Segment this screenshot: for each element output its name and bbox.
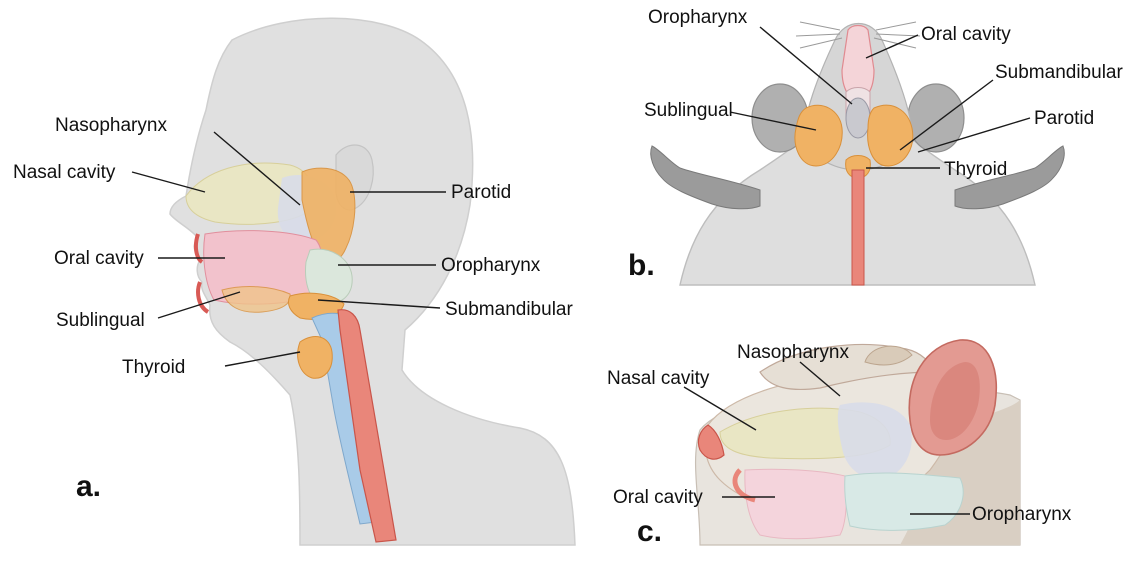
label-b-submandibular: Submandibular bbox=[995, 62, 1123, 83]
mouse-lateral-oral-cavity bbox=[745, 469, 847, 539]
label-a-oropharynx: Oropharynx bbox=[441, 255, 541, 276]
label-a-sublingual: Sublingual bbox=[56, 310, 145, 331]
label-a-oral-cavity: Oral cavity bbox=[54, 248, 144, 269]
panel-c-tag: c. bbox=[637, 515, 662, 548]
panel-b-tag: b. bbox=[628, 249, 655, 282]
label-a-thyroid: Thyroid bbox=[122, 357, 185, 378]
mouse-lateral-oropharynx bbox=[845, 473, 963, 530]
mouse-left-forelimb bbox=[651, 146, 760, 209]
label-c-nasal-cavity: Nasal cavity bbox=[607, 368, 710, 389]
label-b-oral-cavity: Oral cavity bbox=[921, 24, 1011, 45]
label-b-sublingual: Sublingual bbox=[644, 100, 733, 121]
mouse-trachea bbox=[852, 170, 864, 285]
label-b-oropharynx: Oropharynx bbox=[648, 7, 748, 28]
label-a-nasopharynx: Nasopharynx bbox=[55, 115, 167, 136]
label-a-nasal-cavity: Nasal cavity bbox=[13, 162, 116, 183]
mouse-right-ear bbox=[908, 84, 964, 152]
label-c-oral-cavity: Oral cavity bbox=[613, 487, 703, 508]
human-thyroid-gland bbox=[298, 337, 333, 379]
label-a-submandibular: Submandibular bbox=[445, 299, 573, 320]
label-c-oropharynx: Oropharynx bbox=[972, 504, 1072, 525]
human-head-panel bbox=[170, 18, 575, 545]
mouse-right-submandibular-gland bbox=[868, 105, 913, 166]
panel-a-tag: a. bbox=[76, 470, 101, 503]
label-c-nasopharynx: Nasopharynx bbox=[737, 342, 849, 363]
mouse-larynx bbox=[846, 98, 870, 138]
label-a-parotid: Parotid bbox=[451, 182, 511, 203]
label-b-thyroid: Thyroid bbox=[944, 159, 1007, 180]
label-b-parotid: Parotid bbox=[1034, 108, 1094, 129]
